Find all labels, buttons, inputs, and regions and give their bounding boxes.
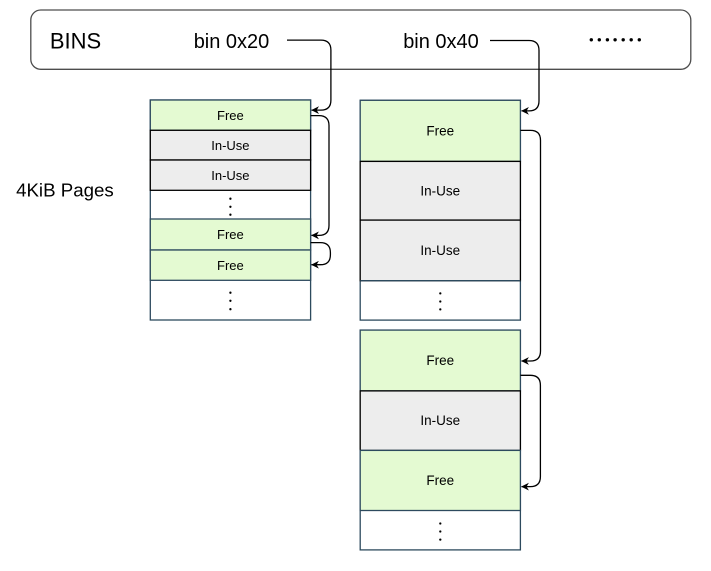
- svg-text:bin 0x40: bin 0x40: [403, 31, 479, 53]
- svg-text:In-Use: In-Use: [420, 243, 460, 258]
- svg-text:4KiB Pages: 4KiB Pages: [16, 179, 114, 200]
- svg-text:BINS: BINS: [50, 29, 101, 54]
- svg-text:Free: Free: [426, 353, 454, 368]
- svg-text:In-Use: In-Use: [211, 168, 249, 183]
- svg-text:In-Use: In-Use: [211, 138, 249, 153]
- svg-text:In-Use: In-Use: [420, 183, 460, 198]
- svg-text:bin 0x20: bin 0x20: [194, 31, 270, 53]
- svg-text:Free: Free: [217, 108, 244, 123]
- svg-text:In-Use: In-Use: [420, 413, 460, 428]
- svg-text:Free: Free: [217, 258, 244, 273]
- svg-text:Free: Free: [217, 227, 244, 242]
- svg-text:Free: Free: [426, 123, 454, 138]
- svg-text:Free: Free: [426, 473, 454, 488]
